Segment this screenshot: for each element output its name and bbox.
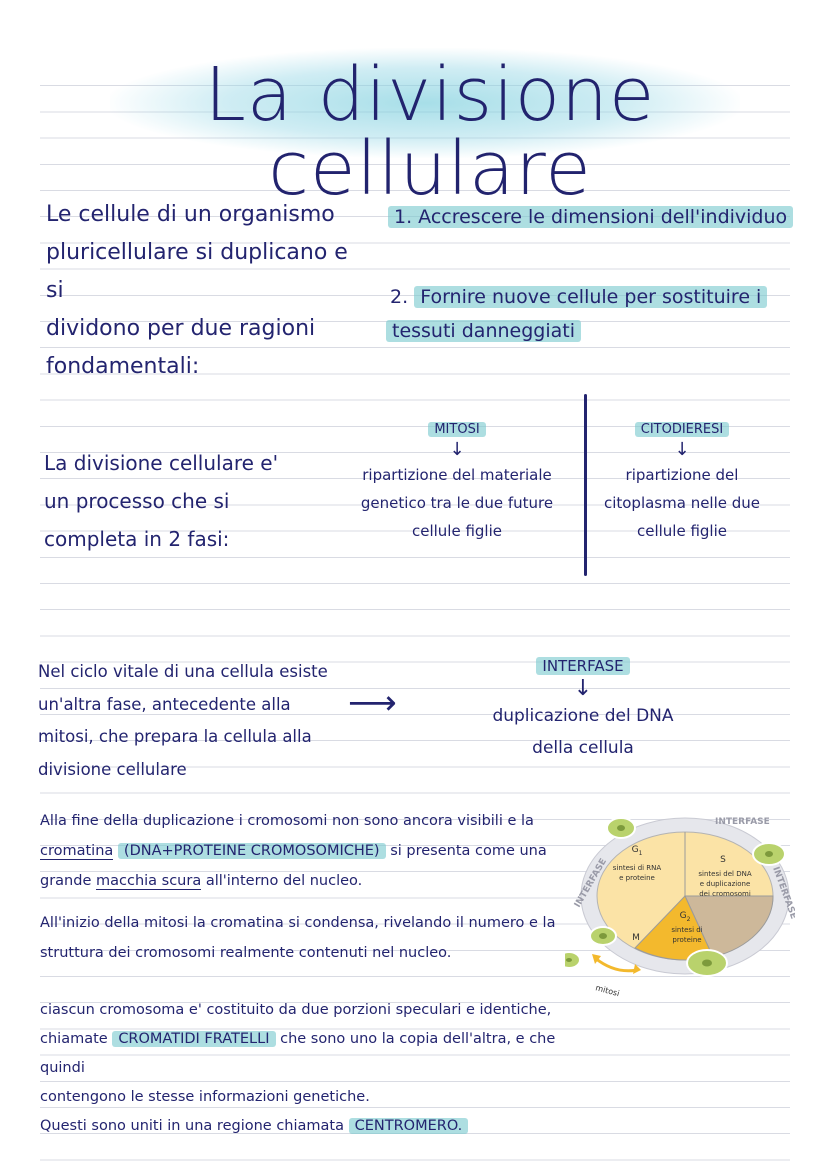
- s-desc-1: sintesi del DNA: [698, 870, 751, 878]
- g2-desc-2: proteine: [672, 936, 701, 944]
- reason-2: 2. Fornire nuove cellule per sostituire …: [386, 280, 770, 348]
- cromatidi-highlight: CROMATIDI FRATELLI: [112, 1031, 276, 1047]
- reason-2-text-b: tessuti danneggiati: [386, 320, 581, 342]
- interfase-line: un'altra fase, antecedente alla: [38, 694, 291, 714]
- para-line: All'inizio della mitosi la cromatina si …: [40, 915, 556, 931]
- mitosi-desc-line: ripartizione del materiale: [362, 466, 552, 484]
- s-desc-3: dei cromosomi: [699, 890, 751, 898]
- citodieresi-label: CITODIERESI: [634, 422, 730, 437]
- centromero-highlight: CENTROMERO.: [348, 1118, 469, 1134]
- reason-1-text: 1. Accrescere le dimensioni dell'individ…: [388, 206, 794, 228]
- ruled-lines: [40, 0, 790, 1171]
- divider-line: [584, 394, 587, 576]
- right-arrow-icon: ⟶: [348, 683, 397, 723]
- citodieresi-block: CITODIERESI ↓ ripartizione del citoplasm…: [592, 418, 772, 545]
- para-text: chiamate: [40, 1031, 108, 1047]
- paragraph-cromatina: Alla fine della duplicazione i cromosomi…: [40, 806, 560, 896]
- cromatina-term: cromatina: [40, 843, 114, 860]
- interfase-desc-line: duplicazione del DNA: [492, 706, 674, 726]
- para-line: struttura dei cromosomi realmente conten…: [40, 945, 452, 961]
- g2-label: G2: [680, 911, 691, 923]
- mitosi-desc-line: genetico tra le due future: [360, 494, 554, 512]
- reason-2-number: 2.: [390, 286, 409, 308]
- para-line: si presenta come una: [390, 843, 547, 859]
- para-line: contengono le stesse informazioni geneti…: [40, 1089, 370, 1105]
- phases-line: completa in 2 fasi:: [44, 527, 230, 551]
- intro-line: pluricellulare si duplicano e si: [46, 240, 348, 303]
- para-line: Alla fine della duplicazione i cromosomi…: [40, 813, 534, 829]
- g1-label: G1: [632, 845, 643, 857]
- interfase-label: INTERFASE: [536, 657, 630, 675]
- g2-desc-1: sintesi di: [671, 926, 702, 934]
- para-text: all'interno del nucleo.: [205, 873, 363, 889]
- mitosi-arrow-icon: [594, 956, 638, 973]
- intro-text: Le cellule di un organismo pluricellular…: [46, 196, 366, 386]
- paragraph-cromosoma: ciascun cromosoma e' costituito da due p…: [40, 996, 600, 1141]
- interfase-line: mitosi, che prepara la cellula alla: [38, 727, 312, 746]
- phases-line: La divisione cellulare e': [44, 451, 279, 475]
- title-highlight: [110, 48, 740, 158]
- reason-1: 1. Accrescere le dimensioni dell'individ…: [388, 202, 794, 232]
- ring-label-top: INTERFASE: [715, 817, 770, 827]
- citodieresi-desc-line: citoplasma nelle due: [603, 494, 761, 512]
- cell-icon: [565, 951, 581, 969]
- m-label: M: [632, 933, 640, 943]
- interfase-line: divisione cellulare: [38, 759, 187, 779]
- mitosi-desc-line: cellule figlie: [411, 522, 502, 540]
- reason-2-text-a: Fornire nuove cellule per sostituire i: [414, 286, 768, 308]
- down-arrow-icon: ↓: [674, 439, 690, 460]
- s-desc-2: e duplicazione: [700, 880, 751, 888]
- paragraph-mitosi: All'inizio della mitosi la cromatina si …: [40, 908, 570, 968]
- citodieresi-desc-line: cellule figlie: [636, 522, 727, 540]
- phases-line: un processo che si: [44, 489, 230, 513]
- down-arrow-icon: ↓: [449, 439, 465, 460]
- intro-line: Le cellule di un organismo: [46, 202, 335, 227]
- para-text: grande: [40, 873, 92, 889]
- down-arrow-icon: ↓: [573, 676, 593, 701]
- interfase-text: Nel ciclo vitale di una cellula esiste u…: [38, 656, 358, 786]
- s-label: S: [720, 855, 726, 865]
- interfase-line: Nel ciclo vitale di una cellula esiste: [38, 662, 328, 681]
- para-text: che sono uno la copia dell'altra, e che …: [40, 1031, 556, 1076]
- macchia-term: macchia scura: [95, 873, 202, 890]
- mitosi-label: MITOSI: [428, 422, 486, 437]
- g1-desc-2: e proteine: [619, 874, 655, 882]
- interfase-desc-line: della cellula: [532, 738, 634, 758]
- citodieresi-desc-line: ripartizione del: [625, 466, 739, 484]
- g1-desc-1: sintesi di RNA: [613, 864, 662, 872]
- mitosi-block: MITOSI ↓ ripartizione del materiale gene…: [352, 418, 562, 545]
- dna-proteine-highlight: (DNA+PROTEINE CROMOSOMICHE): [117, 843, 386, 859]
- phases-text: La divisione cellulare e' un processo ch…: [44, 444, 324, 558]
- intro-line: dividono per due ragioni: [46, 316, 316, 341]
- page-title: La divisione cellulare: [204, 52, 656, 212]
- intro-line: fondamentali:: [46, 354, 200, 379]
- interfase-block: INTERFASE ↓ duplicazione del DNA della c…: [478, 654, 688, 764]
- para-text: Questi sono uniti in una regione chiamat…: [40, 1118, 344, 1134]
- para-line: ciascun cromosoma e' costituito da due p…: [40, 1002, 552, 1018]
- cell-cycle-diagram: INTERFASE INTERFASE INTERFASE G1 sintesi…: [565, 817, 795, 998]
